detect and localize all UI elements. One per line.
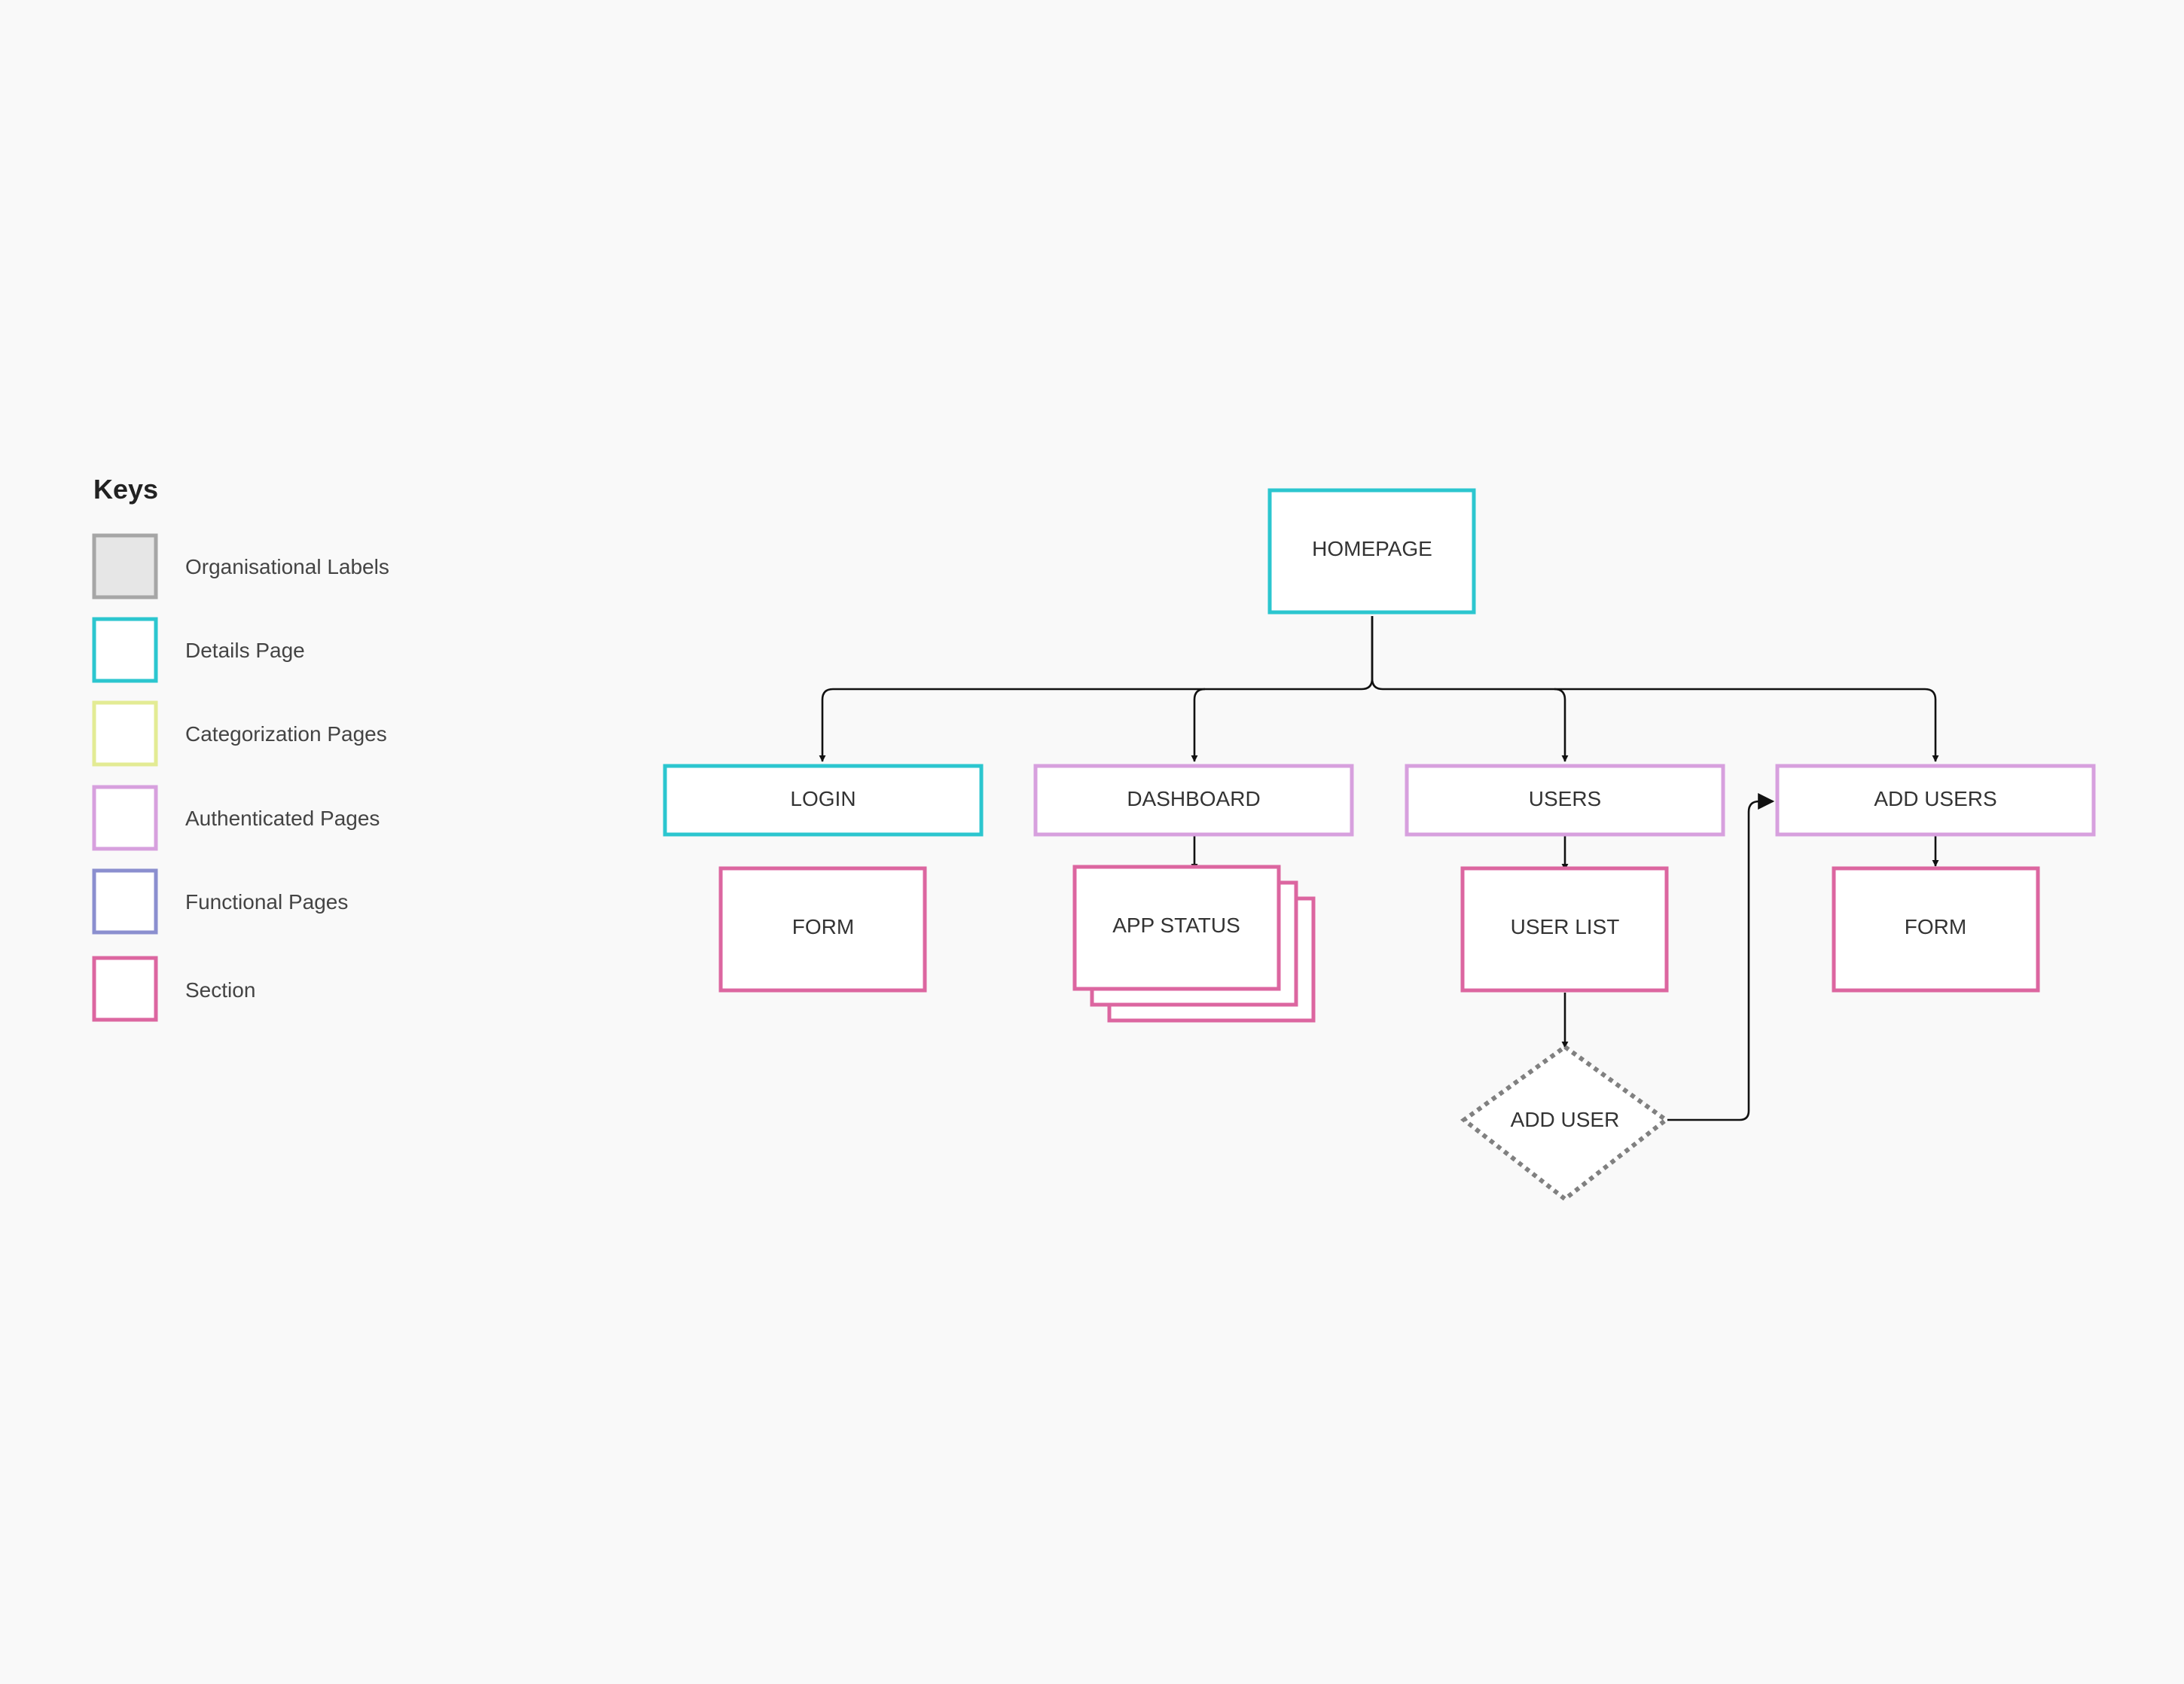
edge-homepage-dashboard xyxy=(1191,688,1206,762)
nodes: HOMEPAGE LOGIN DASHBOARD USERS ADD USERS… xyxy=(663,488,2096,1202)
legend-label: Categorization Pages xyxy=(185,722,387,746)
node-user-list-label: USER LIST xyxy=(1511,915,1620,938)
legend-label: Section xyxy=(185,978,255,1002)
legend-swatch xyxy=(92,533,158,599)
node-homepage-label: HOMEPAGE xyxy=(1312,537,1432,560)
node-app-status-box xyxy=(1072,865,1281,991)
node-dashboard[interactable]: DASHBOARD xyxy=(1033,764,1354,837)
legend-swatch xyxy=(92,700,158,767)
legend-item-categorization-pages: Categorization Pages xyxy=(92,700,387,767)
node-add-users[interactable]: ADD USERS xyxy=(1775,764,2096,837)
node-add-users-form-box xyxy=(1832,866,2040,993)
legend-label: Organisational Labels xyxy=(185,555,389,578)
legend-item-section: Section xyxy=(92,956,255,1022)
legend-swatch xyxy=(92,868,158,935)
node-dashboard-box xyxy=(1033,764,1354,837)
edge-homepage-users xyxy=(1554,688,1569,762)
legend: Keys Organisational Labels Details Page … xyxy=(92,474,389,1022)
edges xyxy=(819,616,1939,1121)
edge-homepage-add-users xyxy=(1371,616,1939,762)
node-add-user-label: ADD USER xyxy=(1511,1108,1620,1131)
node-add-users-form-label: FORM xyxy=(1905,915,1966,938)
node-login-form-box xyxy=(718,866,927,993)
node-login-box xyxy=(663,764,984,837)
legend-title: Keys xyxy=(93,474,158,505)
node-login-form[interactable]: FORM xyxy=(718,866,927,993)
node-app-status-label: APP STATUS xyxy=(1112,914,1240,937)
edge-add-user-add-users xyxy=(1667,793,1775,1121)
node-add-users-form[interactable]: FORM xyxy=(1832,866,2040,993)
node-dashboard-label: DASHBOARD xyxy=(1127,787,1260,810)
node-add-users-label: ADD USERS xyxy=(1874,787,1996,810)
legend-label: Details Page xyxy=(185,639,305,662)
node-login-label: LOGIN xyxy=(790,787,856,810)
node-homepage-box xyxy=(1267,488,1476,615)
legend-swatch xyxy=(92,617,158,683)
node-users[interactable]: USERS xyxy=(1405,764,1725,837)
legend-label: Authenticated Pages xyxy=(185,807,380,830)
legend-label: Functional Pages xyxy=(185,890,348,914)
node-add-users-box xyxy=(1775,764,2096,837)
node-homepage[interactable]: HOMEPAGE xyxy=(1267,488,1476,615)
edge-homepage-login xyxy=(819,616,1374,762)
node-app-status[interactable]: APP STATUS xyxy=(1072,865,1316,1023)
legend-item-functional-pages: Functional Pages xyxy=(92,868,348,935)
legend-swatch xyxy=(92,785,158,851)
node-login[interactable]: LOGIN xyxy=(663,764,984,837)
node-add-user-decision[interactable]: ADD USER xyxy=(1460,1044,1670,1202)
legend-item-organisational-labels: Organisational Labels xyxy=(92,533,389,599)
legend-item-authenticated-pages: Authenticated Pages xyxy=(92,785,380,851)
node-users-box xyxy=(1405,764,1725,837)
node-add-user-diamond xyxy=(1460,1044,1670,1202)
node-user-list-box xyxy=(1460,866,1669,993)
node-users-label: USERS xyxy=(1529,787,1601,810)
node-login-form-label: FORM xyxy=(792,915,854,938)
legend-swatch xyxy=(92,956,158,1022)
legend-item-details-page: Details Page xyxy=(92,617,305,683)
node-user-list[interactable]: USER LIST xyxy=(1460,866,1669,993)
